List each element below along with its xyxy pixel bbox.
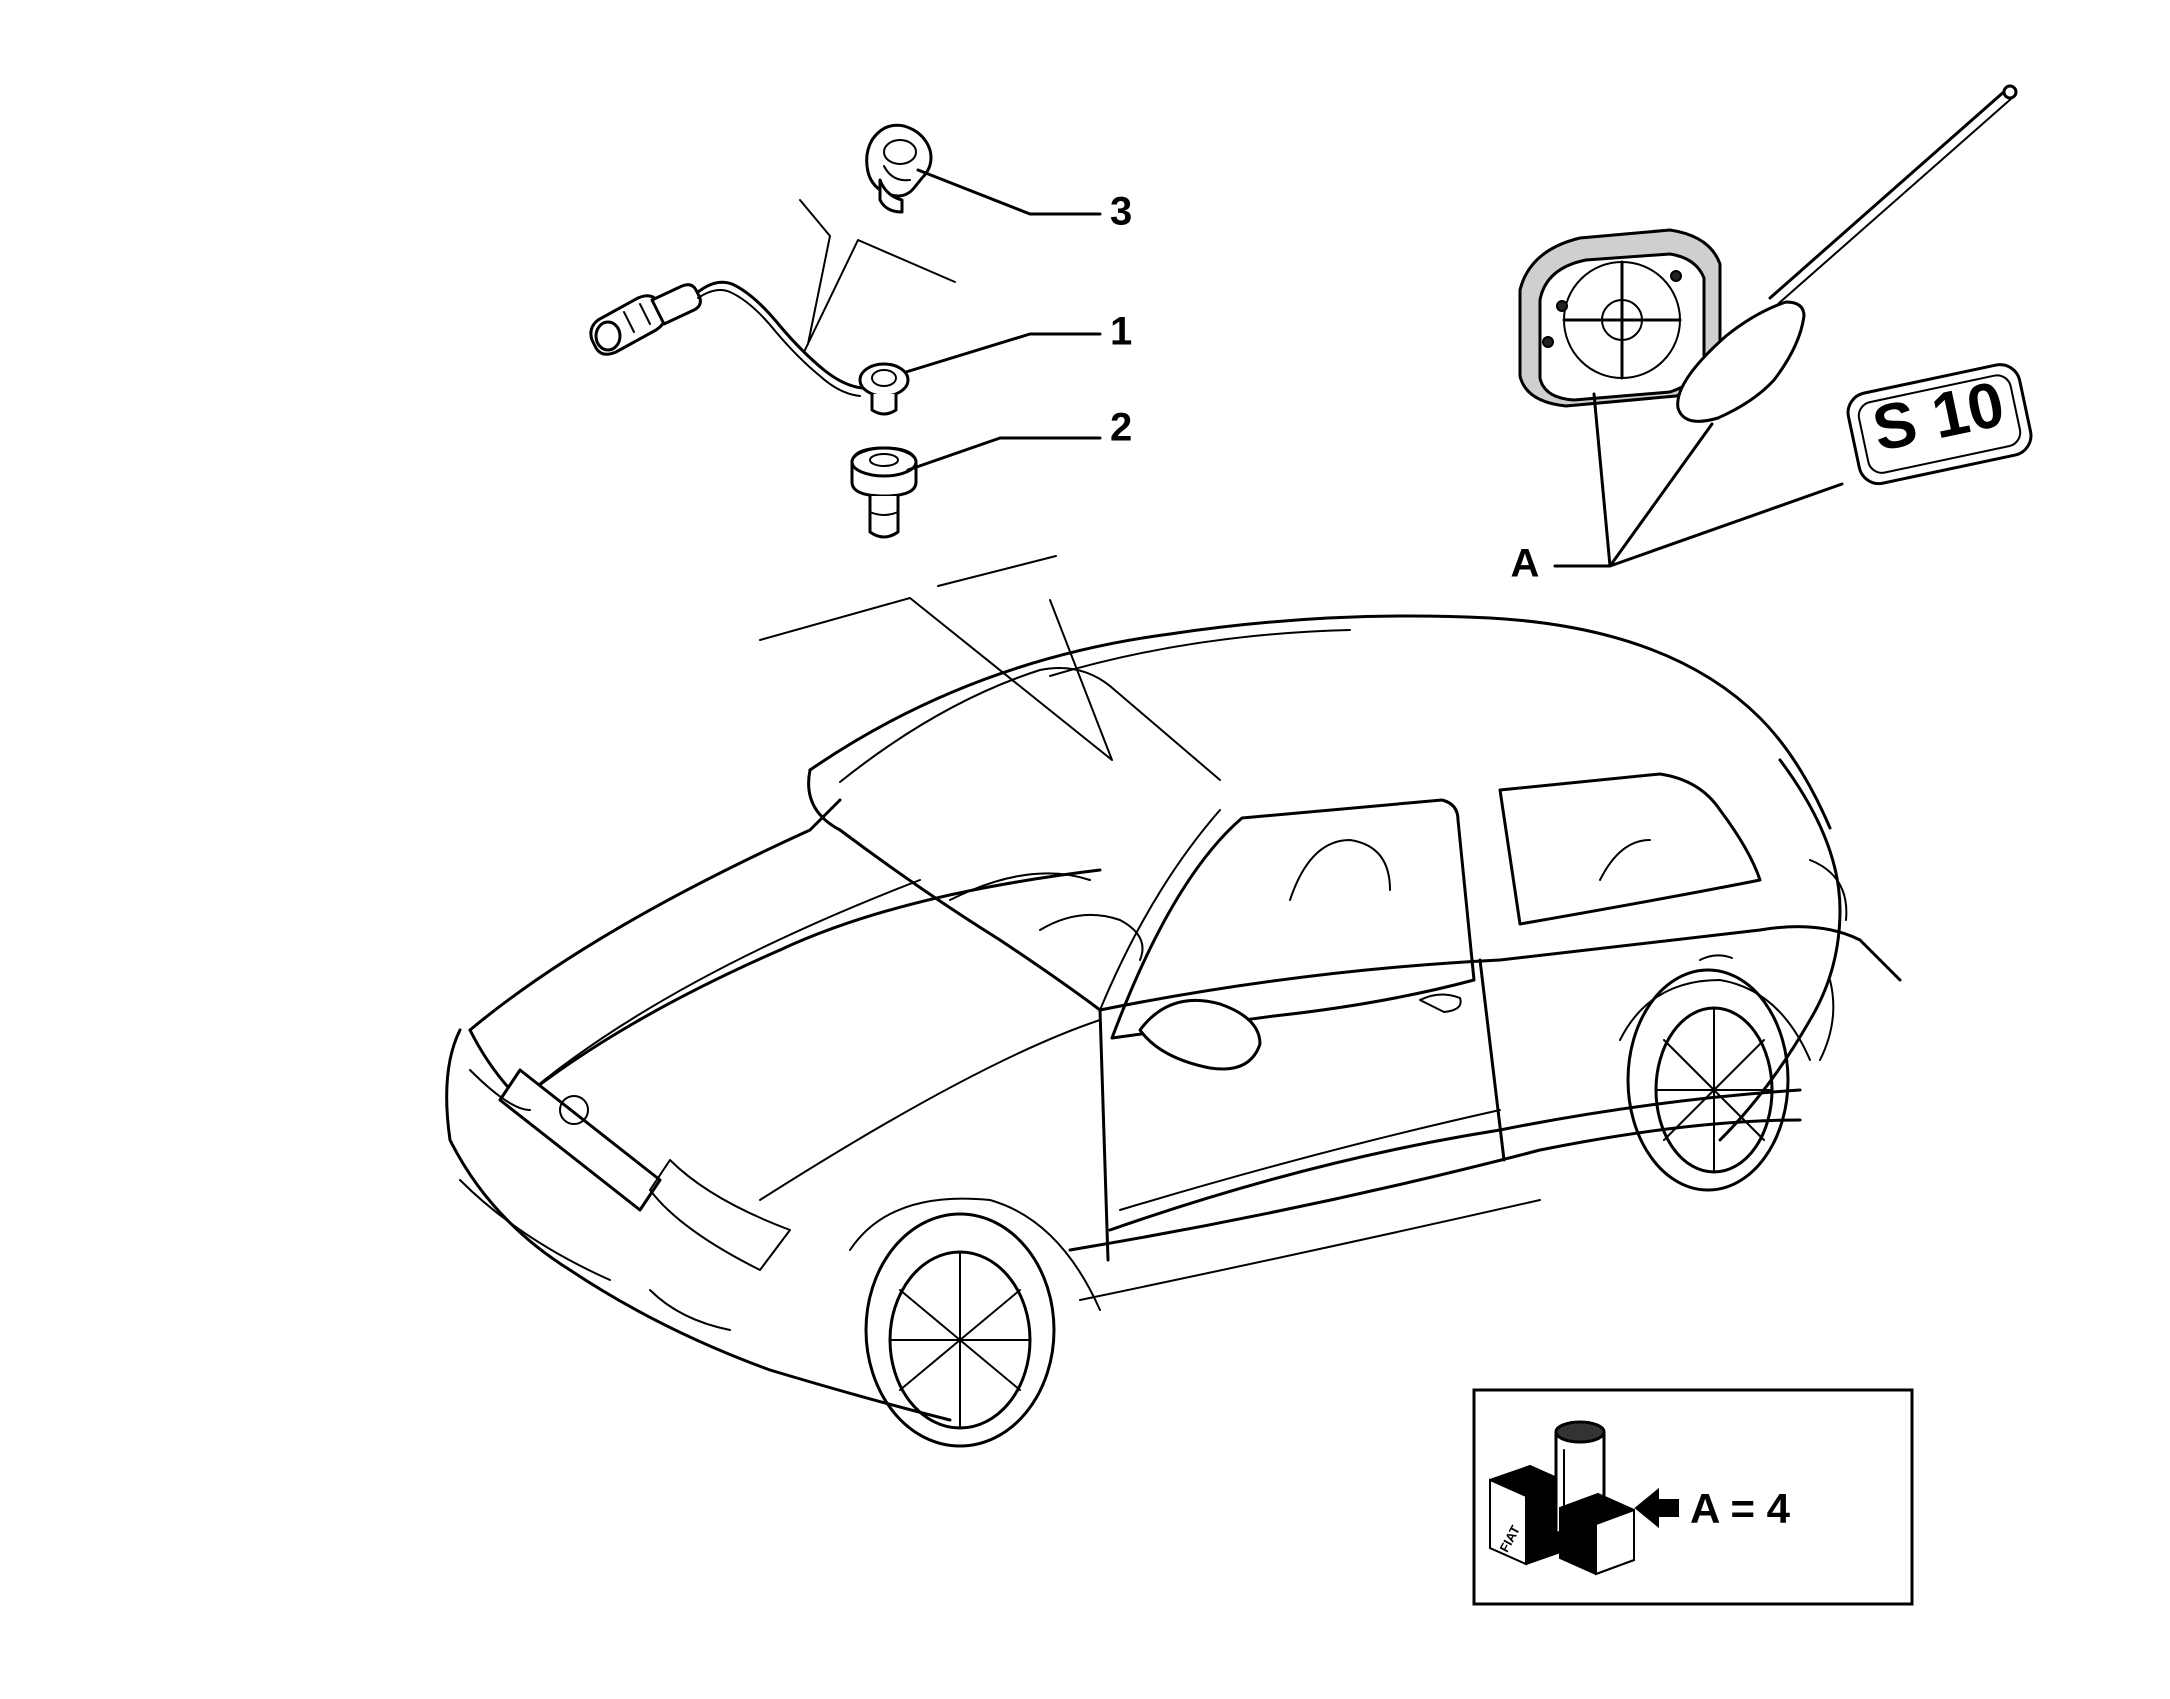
callout-1: 1 <box>1110 310 1132 354</box>
clip-icon <box>865 123 933 214</box>
legend-equation: A = 4 <box>1690 1485 1791 1532</box>
loudspeaker-icon <box>1518 228 1722 408</box>
leader-line-2 <box>906 436 1102 472</box>
box-kit-icon: FIAT <box>1489 1420 1679 1576</box>
grommet-icon <box>850 446 918 539</box>
leader-line-1 <box>904 332 1102 374</box>
leader-line-3 <box>916 168 1102 216</box>
hatchback-car-icon <box>445 614 1902 1448</box>
oxygen-sensor-cable-icon <box>589 280 910 416</box>
antenna-icon <box>1676 84 2018 423</box>
callout-3: 3 <box>1110 190 1132 234</box>
leader-lines-a <box>1553 392 1844 568</box>
callout-2: 2 <box>1110 406 1132 450</box>
callout-a: A <box>1511 542 1540 586</box>
position-marker-lines <box>799 199 956 353</box>
s10-badge: S 10 <box>1846 363 2033 486</box>
legend-box: FIAT A = 4 <box>1472 1388 1914 1606</box>
car-position-lines <box>759 555 1113 761</box>
